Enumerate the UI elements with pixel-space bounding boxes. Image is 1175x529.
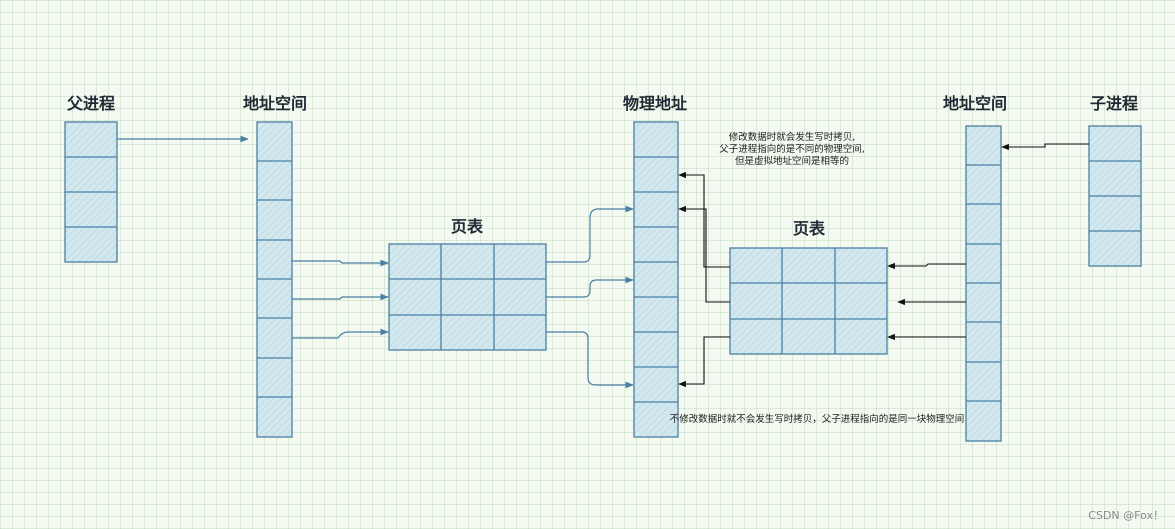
page-table-left-block: [388, 243, 547, 351]
parent-process-label: 父进程: [66, 94, 115, 113]
arrow-pagetable-to-physical-2: [546, 276, 634, 298]
watermark: CSDN @Fox！: [1088, 509, 1164, 522]
physical-address-label: 物理地址: [623, 94, 687, 113]
child-process-block: [1088, 125, 1142, 267]
virtual-space-right-block: [965, 125, 1002, 442]
physical-address-block: [633, 121, 679, 438]
page-table-right-label: 页表: [793, 219, 826, 238]
page-table-right-block: [729, 247, 888, 355]
arrow-pagetable-to-physical-1: [546, 205, 634, 263]
virtual-space-left-label: 地址空间: [243, 94, 307, 113]
page-table-left-label: 页表: [451, 217, 484, 236]
arrow-child-to-vspace: [1001, 143, 1089, 151]
no-cow-note: 不修改数据时就不会发生写时拷贝，父子进程指向的是同一块物理空间: [670, 413, 965, 425]
arrow-pagetable-right-to-physical-2: [678, 205, 730, 303]
arrow-vspace-to-pagetable-2: [292, 293, 389, 301]
virtual-space-left-block: [256, 121, 293, 438]
arrow-pagetable-right-to-physical-3: [678, 336, 730, 388]
parent-process-block: [64, 121, 118, 263]
cow-note-line-1: 修改数据时就会发生写时拷贝,: [729, 131, 856, 143]
child-process-label: 子进程: [1090, 94, 1138, 113]
arrow-pagetable-right-to-physical-1: [678, 171, 730, 268]
cow-note-line-3: 但是虚拟地址空间是相等的: [735, 155, 849, 167]
cow-note-line-2: 父子进程指向的是不同的物理空间,: [719, 143, 865, 155]
arrow-vspace-to-pagetable-1: [292, 259, 389, 267]
arrow-pagetable-to-physical-3: [546, 331, 634, 389]
virtual-space-right-label: 地址空间: [943, 94, 1007, 113]
arrow-vspace-to-pagetable-3: [292, 328, 389, 339]
arrow-vspace-to-pagetable-right-1: [887, 262, 966, 270]
